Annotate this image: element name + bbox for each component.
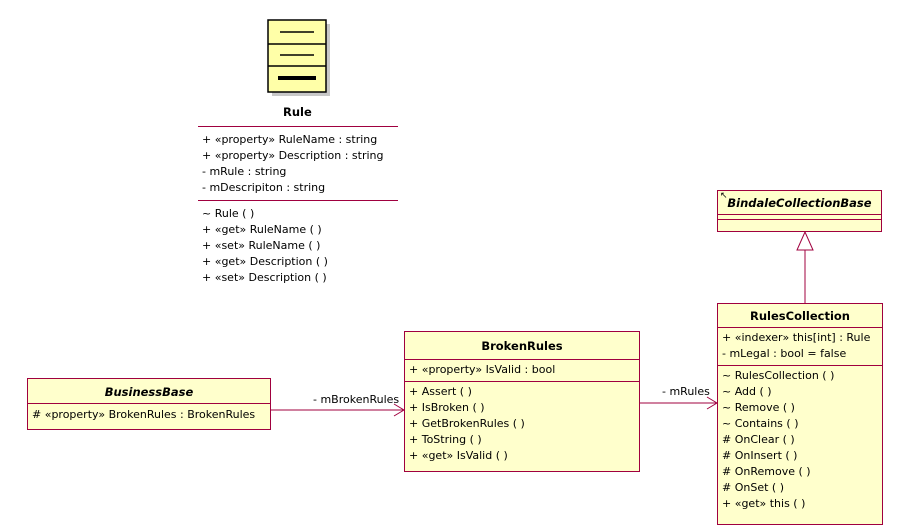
operation-row: ~ Remove ( ) [722, 401, 795, 414]
rule-operation: + «get» RuleName ( ) [202, 223, 322, 236]
rule-operation: ~ Rule ( ) [202, 207, 255, 220]
rule-divider-top [198, 126, 398, 127]
attribute-row: + «property» IsValid : bool [409, 363, 556, 376]
rule-operation: + «set» RuleName ( ) [202, 239, 321, 252]
attributes-compartment: + «indexer» this[int] : Rule - mLegal : … [718, 327, 882, 365]
generalization-arrowhead [796, 230, 814, 251]
operation-row: + IsBroken ( ) [409, 401, 485, 414]
association-label-broken-rules: - mBrokenRules [313, 393, 400, 406]
broken-rules-class[interactable]: BrokenRules + «property» IsValid : bool … [404, 331, 640, 472]
rule-attribute: - mRule : string [202, 165, 287, 178]
rule-attribute: - mDescripiton : string [202, 181, 326, 194]
operation-row: ~ Contains ( ) [722, 417, 799, 430]
class-name: BindaleCollectionBase [727, 196, 872, 210]
attributes-compartment [718, 214, 881, 219]
operations-compartment: + Assert ( ) + IsBroken ( ) + GetBrokenR… [405, 381, 639, 467]
business-base-class[interactable]: BusinessBase # «property» BrokenRules : … [27, 378, 271, 430]
rule-operation: + «get» Description ( ) [202, 255, 328, 268]
association-label-rules: - mRules [662, 385, 710, 398]
class-name: BusinessBase [104, 385, 194, 399]
operation-row: # OnClear ( ) [722, 433, 795, 446]
class-icon [267, 19, 330, 96]
operation-row: + Assert ( ) [409, 385, 472, 398]
operation-row: + ToString ( ) [409, 433, 482, 446]
operation-row: + «get» this ( ) [722, 497, 806, 510]
abstract-corner-icon: ↖ [720, 191, 728, 201]
rule-class-name: Rule [283, 105, 312, 119]
class-name: RulesCollection [750, 309, 850, 323]
rules-collection-class[interactable]: RulesCollection + «indexer» this[int] : … [717, 303, 883, 525]
attribute-row: + «indexer» this[int] : Rule [722, 331, 871, 344]
operation-row: ~ Add ( ) [722, 385, 772, 398]
operations-compartment: ~ RulesCollection ( ) ~ Add ( ) ~ Remove… [718, 365, 882, 515]
operation-row: + «get» IsValid ( ) [409, 449, 508, 462]
operation-row: + GetBrokenRules ( ) [409, 417, 525, 430]
operation-row: # OnRemove ( ) [722, 465, 811, 478]
bindable-collection-base-class[interactable]: ↖ BindaleCollectionBase [717, 190, 882, 232]
rule-attribute: + «property» RuleName : string [202, 133, 378, 146]
operation-row: ~ RulesCollection ( ) [722, 369, 835, 382]
rule-attribute: + «property» Description : string [202, 149, 384, 162]
rule-operation: + «set» Description ( ) [202, 271, 327, 284]
attributes-compartment: + «property» IsValid : bool [405, 359, 639, 381]
operation-row: # OnSet ( ) [722, 481, 784, 494]
operations-compartment [718, 219, 881, 224]
attribute-row: # «property» BrokenRules : BrokenRules [32, 408, 256, 421]
attributes-compartment: # «property» BrokenRules : BrokenRules [28, 403, 270, 426]
class-name: BrokenRules [481, 339, 563, 353]
attribute-row: - mLegal : bool = false [722, 347, 847, 360]
rule-divider-bottom [198, 200, 398, 201]
operation-row: # OnInsert ( ) [722, 449, 798, 462]
